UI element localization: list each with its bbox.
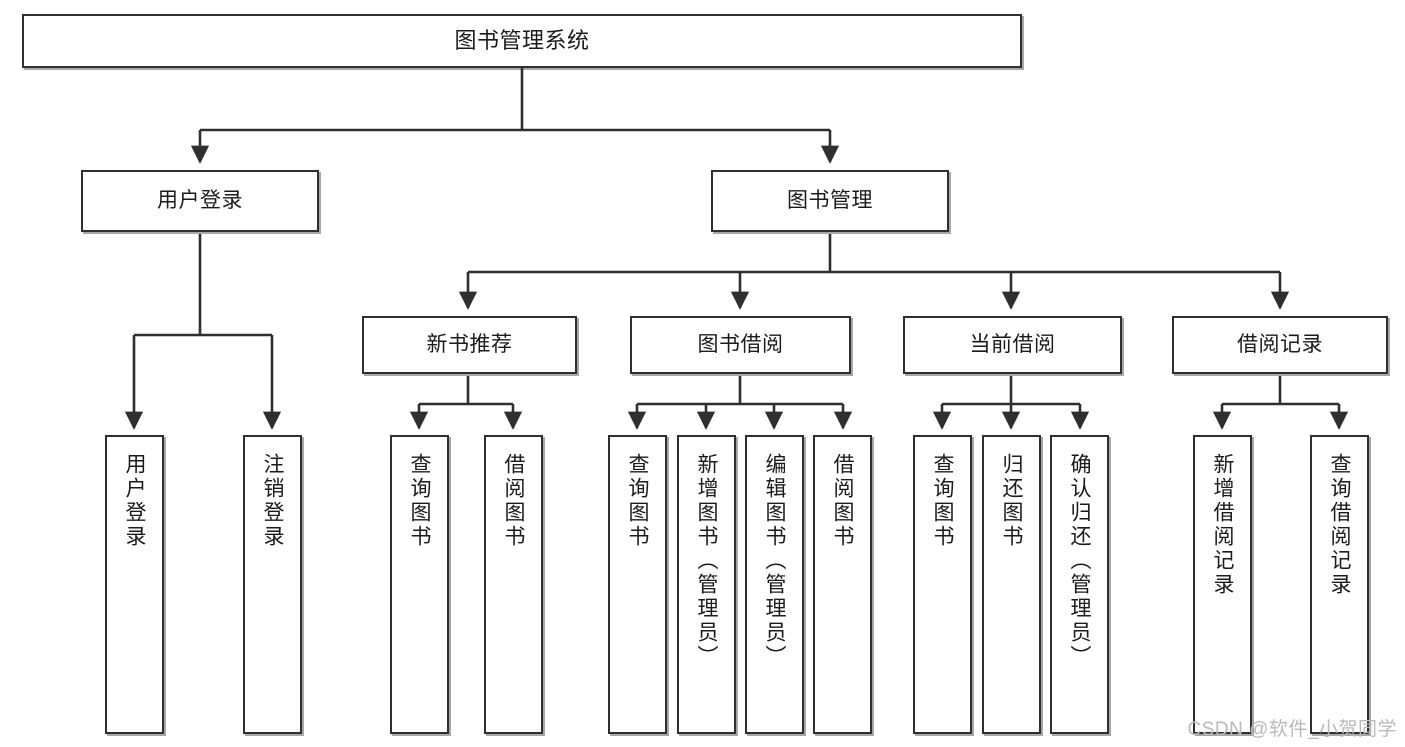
node-user-login-label: 用户登录 xyxy=(157,188,243,212)
node-leaf-query-book-1-label: 查询图书 xyxy=(408,453,431,549)
node-root-label: 图书管理系统 xyxy=(454,28,590,54)
node-book-borrow[interactable]: 图书借阅 xyxy=(630,316,851,374)
node-leaf-logout[interactable]: 注销登录 xyxy=(243,435,302,734)
node-leaf-add-record-label: 新增借阅记录 xyxy=(1211,453,1234,597)
node-leaf-add-book[interactable]: 新增图书（管理员） xyxy=(677,435,736,734)
node-leaf-borrow-book-1[interactable]: 借阅图书 xyxy=(484,435,543,734)
node-leaf-confirm-return-label: 确认归还（管理员） xyxy=(1068,453,1091,669)
node-leaf-return-book-label: 归还图书 xyxy=(1000,453,1023,549)
node-leaf-query-record-label: 查询借阅记录 xyxy=(1328,453,1351,597)
node-leaf-query-book-3[interactable]: 查询图书 xyxy=(913,435,972,734)
node-leaf-edit-book-label: 编辑图书（管理员） xyxy=(763,453,786,669)
watermark-text: CSDN @软件_小贺同学 xyxy=(1187,719,1397,740)
node-user-login[interactable]: 用户登录 xyxy=(81,170,319,232)
node-leaf-query-record[interactable]: 查询借阅记录 xyxy=(1310,435,1369,734)
node-leaf-query-book-1[interactable]: 查询图书 xyxy=(390,435,449,734)
node-leaf-user-login-label: 用户登录 xyxy=(123,453,146,549)
node-leaf-query-book-3-label: 查询图书 xyxy=(931,453,954,549)
node-leaf-add-record[interactable]: 新增借阅记录 xyxy=(1193,435,1252,734)
node-leaf-confirm-return[interactable]: 确认归还（管理员） xyxy=(1050,435,1109,734)
node-book-borrow-label: 图书借阅 xyxy=(697,332,784,356)
node-current-borrow-label: 当前借阅 xyxy=(969,332,1056,356)
node-leaf-borrow-book-1-label: 借阅图书 xyxy=(502,453,525,549)
node-new-book-rec-label: 新书推荐 xyxy=(426,332,513,356)
node-current-borrow[interactable]: 当前借阅 xyxy=(903,316,1122,374)
node-leaf-borrow-book-2-label: 借阅图书 xyxy=(831,453,854,549)
node-leaf-add-book-label: 新增图书（管理员） xyxy=(695,453,718,669)
node-book-manage[interactable]: 图书管理 xyxy=(711,170,949,232)
node-book-manage-label: 图书管理 xyxy=(787,188,873,212)
node-borrow-record[interactable]: 借阅记录 xyxy=(1172,316,1388,374)
node-leaf-return-book[interactable]: 归还图书 xyxy=(982,435,1041,734)
node-leaf-borrow-book-2[interactable]: 借阅图书 xyxy=(813,435,872,734)
node-root[interactable]: 图书管理系统 xyxy=(22,14,1022,68)
node-leaf-logout-label: 注销登录 xyxy=(261,453,284,549)
node-leaf-user-login[interactable]: 用户登录 xyxy=(105,435,164,734)
node-leaf-edit-book[interactable]: 编辑图书（管理员） xyxy=(745,435,804,734)
node-leaf-query-book-2-label: 查询图书 xyxy=(626,453,649,549)
node-new-book-rec[interactable]: 新书推荐 xyxy=(362,316,577,374)
node-borrow-record-label: 借阅记录 xyxy=(1237,332,1323,356)
node-leaf-query-book-2[interactable]: 查询图书 xyxy=(608,435,667,734)
